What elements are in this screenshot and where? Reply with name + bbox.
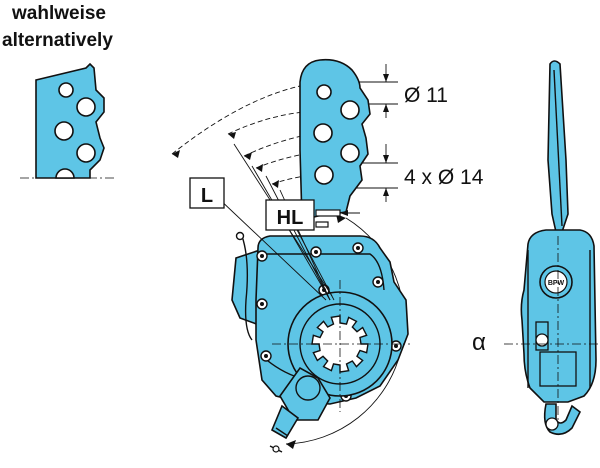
alt-hole-5 bbox=[55, 168, 75, 179]
alt-hole-3 bbox=[54, 121, 74, 141]
title-german: wahlweise bbox=[12, 3, 106, 24]
alternative-arm-detail bbox=[20, 62, 116, 179]
lever-length-label: L bbox=[189, 177, 225, 209]
arm-hole-2 bbox=[313, 123, 333, 143]
slack-adjuster-front bbox=[215, 58, 410, 453]
dimension-large-holes: 4 x Ø 14 bbox=[404, 166, 484, 189]
title-english: alternatively bbox=[2, 30, 113, 51]
svg-text:BPW: BPW bbox=[548, 280, 565, 287]
svg-text:HL: HL bbox=[277, 207, 304, 229]
arm-hole-3 bbox=[340, 143, 360, 163]
alt-hole-4 bbox=[76, 143, 96, 163]
alt-hole-2 bbox=[76, 97, 96, 117]
slack-adjuster-side: BPW bbox=[504, 60, 600, 436]
angle-label: α bbox=[472, 329, 486, 356]
hole-lever-label: HL bbox=[265, 199, 315, 231]
arm-hole-small bbox=[316, 84, 332, 100]
arm-hole-1 bbox=[340, 100, 360, 120]
lever-radius-arcs bbox=[171, 85, 323, 188]
arm-hole-4 bbox=[314, 165, 334, 185]
svg-text:L: L bbox=[201, 185, 213, 207]
alt-hole-1 bbox=[58, 82, 74, 98]
dimension-small-hole: Ø 11 bbox=[404, 84, 448, 107]
